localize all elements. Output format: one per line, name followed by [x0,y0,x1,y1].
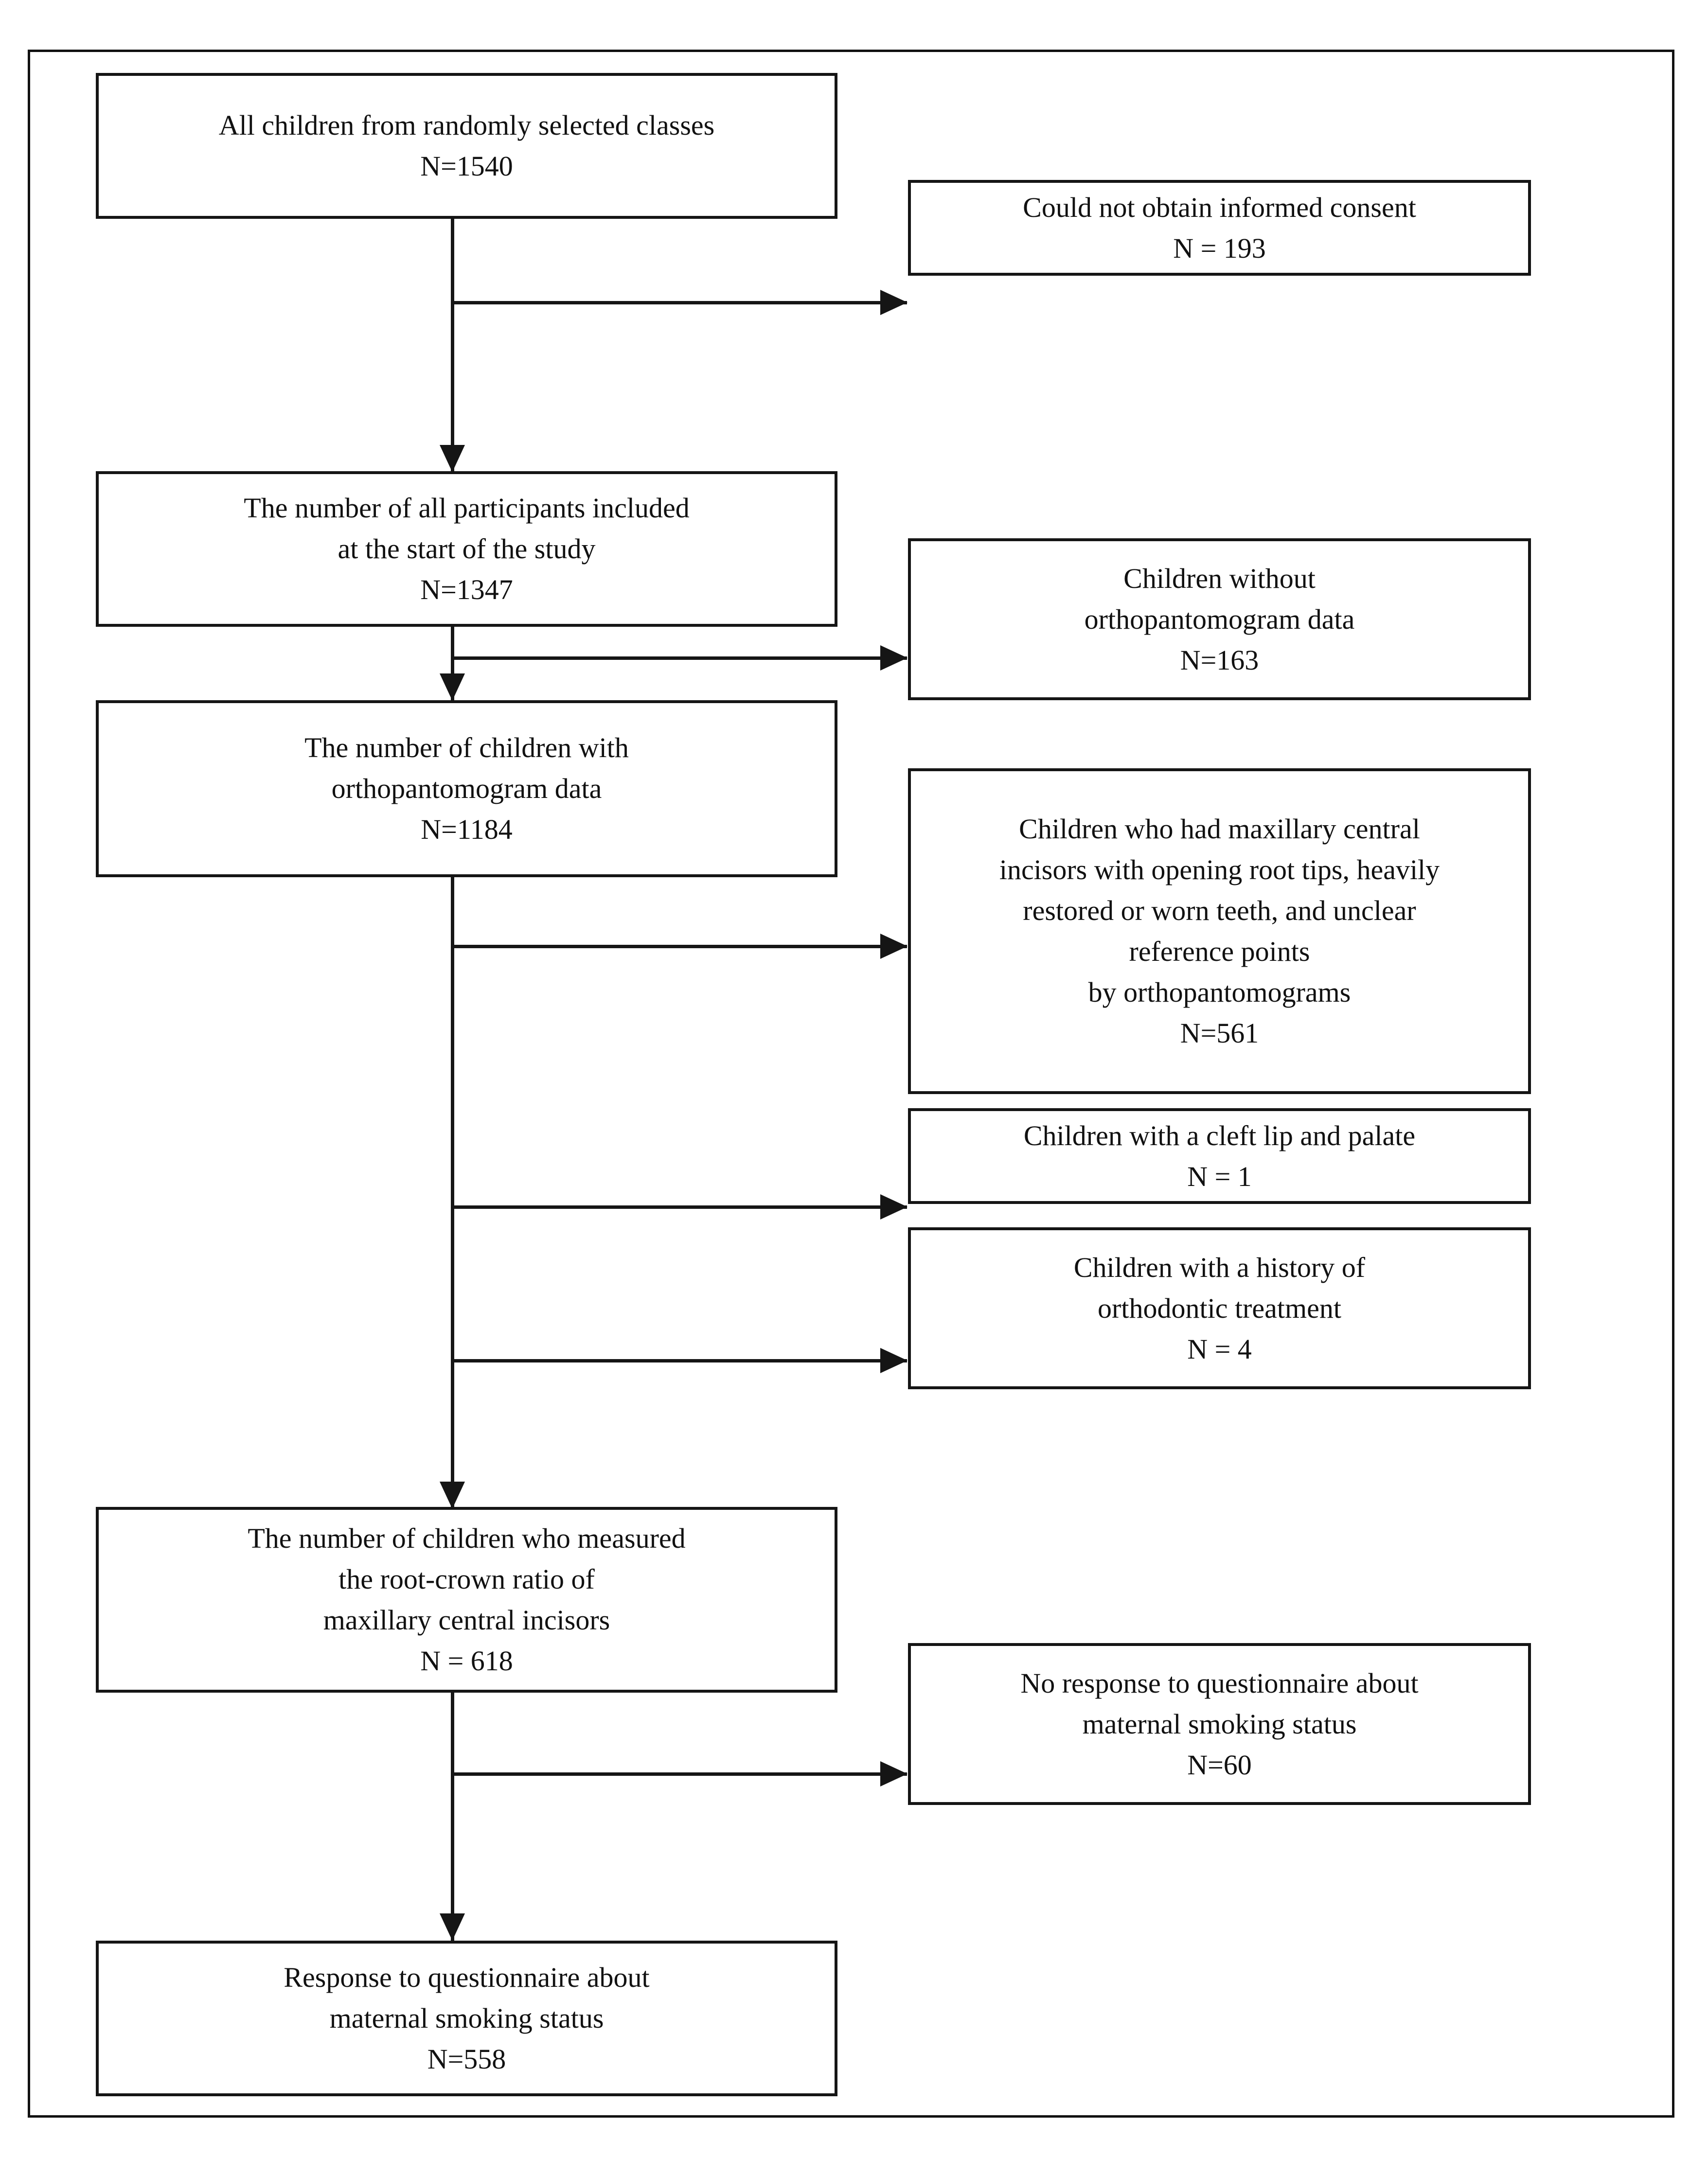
arrowhead-n9-to-n11 [440,1913,465,1941]
arrowhead-n1-to-n2 [880,290,907,315]
node-line: maxillary central incisors [323,1604,610,1636]
node-count: N=558 [427,2043,506,2075]
node-questionnaire-response[interactable]: Response to questionnaire about maternal… [96,1941,837,2096]
node-line: maternal smoking status [1082,1708,1357,1740]
node-with-opg[interactable]: The number of children with orthopantomo… [96,700,837,877]
connector-n9-to-n11 [451,1693,454,1941]
node-measured-root-crown-ratio[interactable]: The number of children who measured the … [96,1507,837,1693]
node-line: Children with a history of [1073,1251,1366,1283]
arrowhead-n5-to-n7 [880,1194,907,1220]
node-line: Children without [1123,562,1316,594]
node-line: incisors with opening root tips, heavily [999,854,1440,885]
connector-n1-to-n3 [451,218,454,471]
node-line: The number of children with [304,732,629,763]
node-line: All children from randomly selected clas… [218,109,715,141]
node-count: N=163 [1180,644,1259,676]
node-count: N = 193 [1173,232,1266,264]
connector-n5-to-n7 [452,1205,907,1209]
arrowhead-n1-to-n3 [440,445,465,472]
node-line: at the start of the study [338,533,596,565]
node-count: N=561 [1180,1017,1259,1049]
node-line: The number of children who measured [248,1522,686,1554]
node-line: reference points [1129,936,1310,967]
node-line: Response to questionnaire about [284,1962,650,1993]
connector-n5-to-n8 [452,1359,907,1362]
node-line: Children with a cleft lip and palate [1023,1119,1416,1151]
node-no-questionnaire-response[interactable]: No response to questionnaire about mater… [908,1643,1531,1805]
node-all-children[interactable]: All children from randomly selected clas… [96,73,837,219]
connector-n9-to-n10 [452,1772,907,1776]
node-no-consent[interactable]: Could not obtain informed consent N = 19… [908,180,1531,276]
arrowhead-n5-to-n8 [880,1348,907,1373]
connector-n5-to-n6 [452,945,907,948]
node-line: The number of all participants included [244,492,690,524]
arrowhead-n3-to-n4 [880,645,907,671]
node-participants-included[interactable]: The number of all participants included … [96,471,837,627]
node-count: N = 4 [1187,1333,1252,1365]
node-line: Could not obtain informed consent [1023,191,1416,223]
node-line: orthodontic treatment [1098,1292,1341,1324]
diagram-frame: All children from randomly selected clas… [28,50,1674,2118]
node-line: orthopantomogram data [331,773,602,804]
node-count: N=1540 [420,150,513,182]
connector-n3-to-n4 [452,656,907,660]
node-count: N=60 [1187,1749,1252,1781]
connector-n1-to-n2 [452,301,907,304]
node-excluded-tooth-criteria[interactable]: Children who had maxillary central incis… [908,768,1531,1094]
node-count: N=1347 [420,574,513,605]
node-count: N = 618 [420,1645,513,1677]
arrowhead-n9-to-n10 [880,1761,907,1787]
node-line: restored or worn teeth, and unclear [1023,895,1416,926]
node-without-opg[interactable]: Children without orthopantomogram data N… [908,538,1531,700]
arrowhead-n5-to-n6 [880,934,907,959]
node-orthodontic-history[interactable]: Children with a history of orthodontic t… [908,1227,1531,1389]
node-cleft-lip-palate[interactable]: Children with a cleft lip and palate N =… [908,1108,1531,1204]
connector-n5-to-n9 [451,877,454,1507]
node-count: N = 1 [1187,1160,1252,1192]
arrowhead-n3-to-n5 [440,673,465,701]
node-line: Children who had maxillary central [1019,813,1420,845]
node-line: maternal smoking status [329,2002,604,2034]
node-line: the root-crown ratio of [338,1563,595,1595]
node-count: N=1184 [421,814,513,845]
node-line: orthopantomogram data [1084,603,1355,635]
node-line: by orthopantomograms [1088,976,1351,1008]
arrowhead-n5-to-n9 [440,1482,465,1509]
node-line: No response to questionnaire about [1020,1667,1419,1699]
